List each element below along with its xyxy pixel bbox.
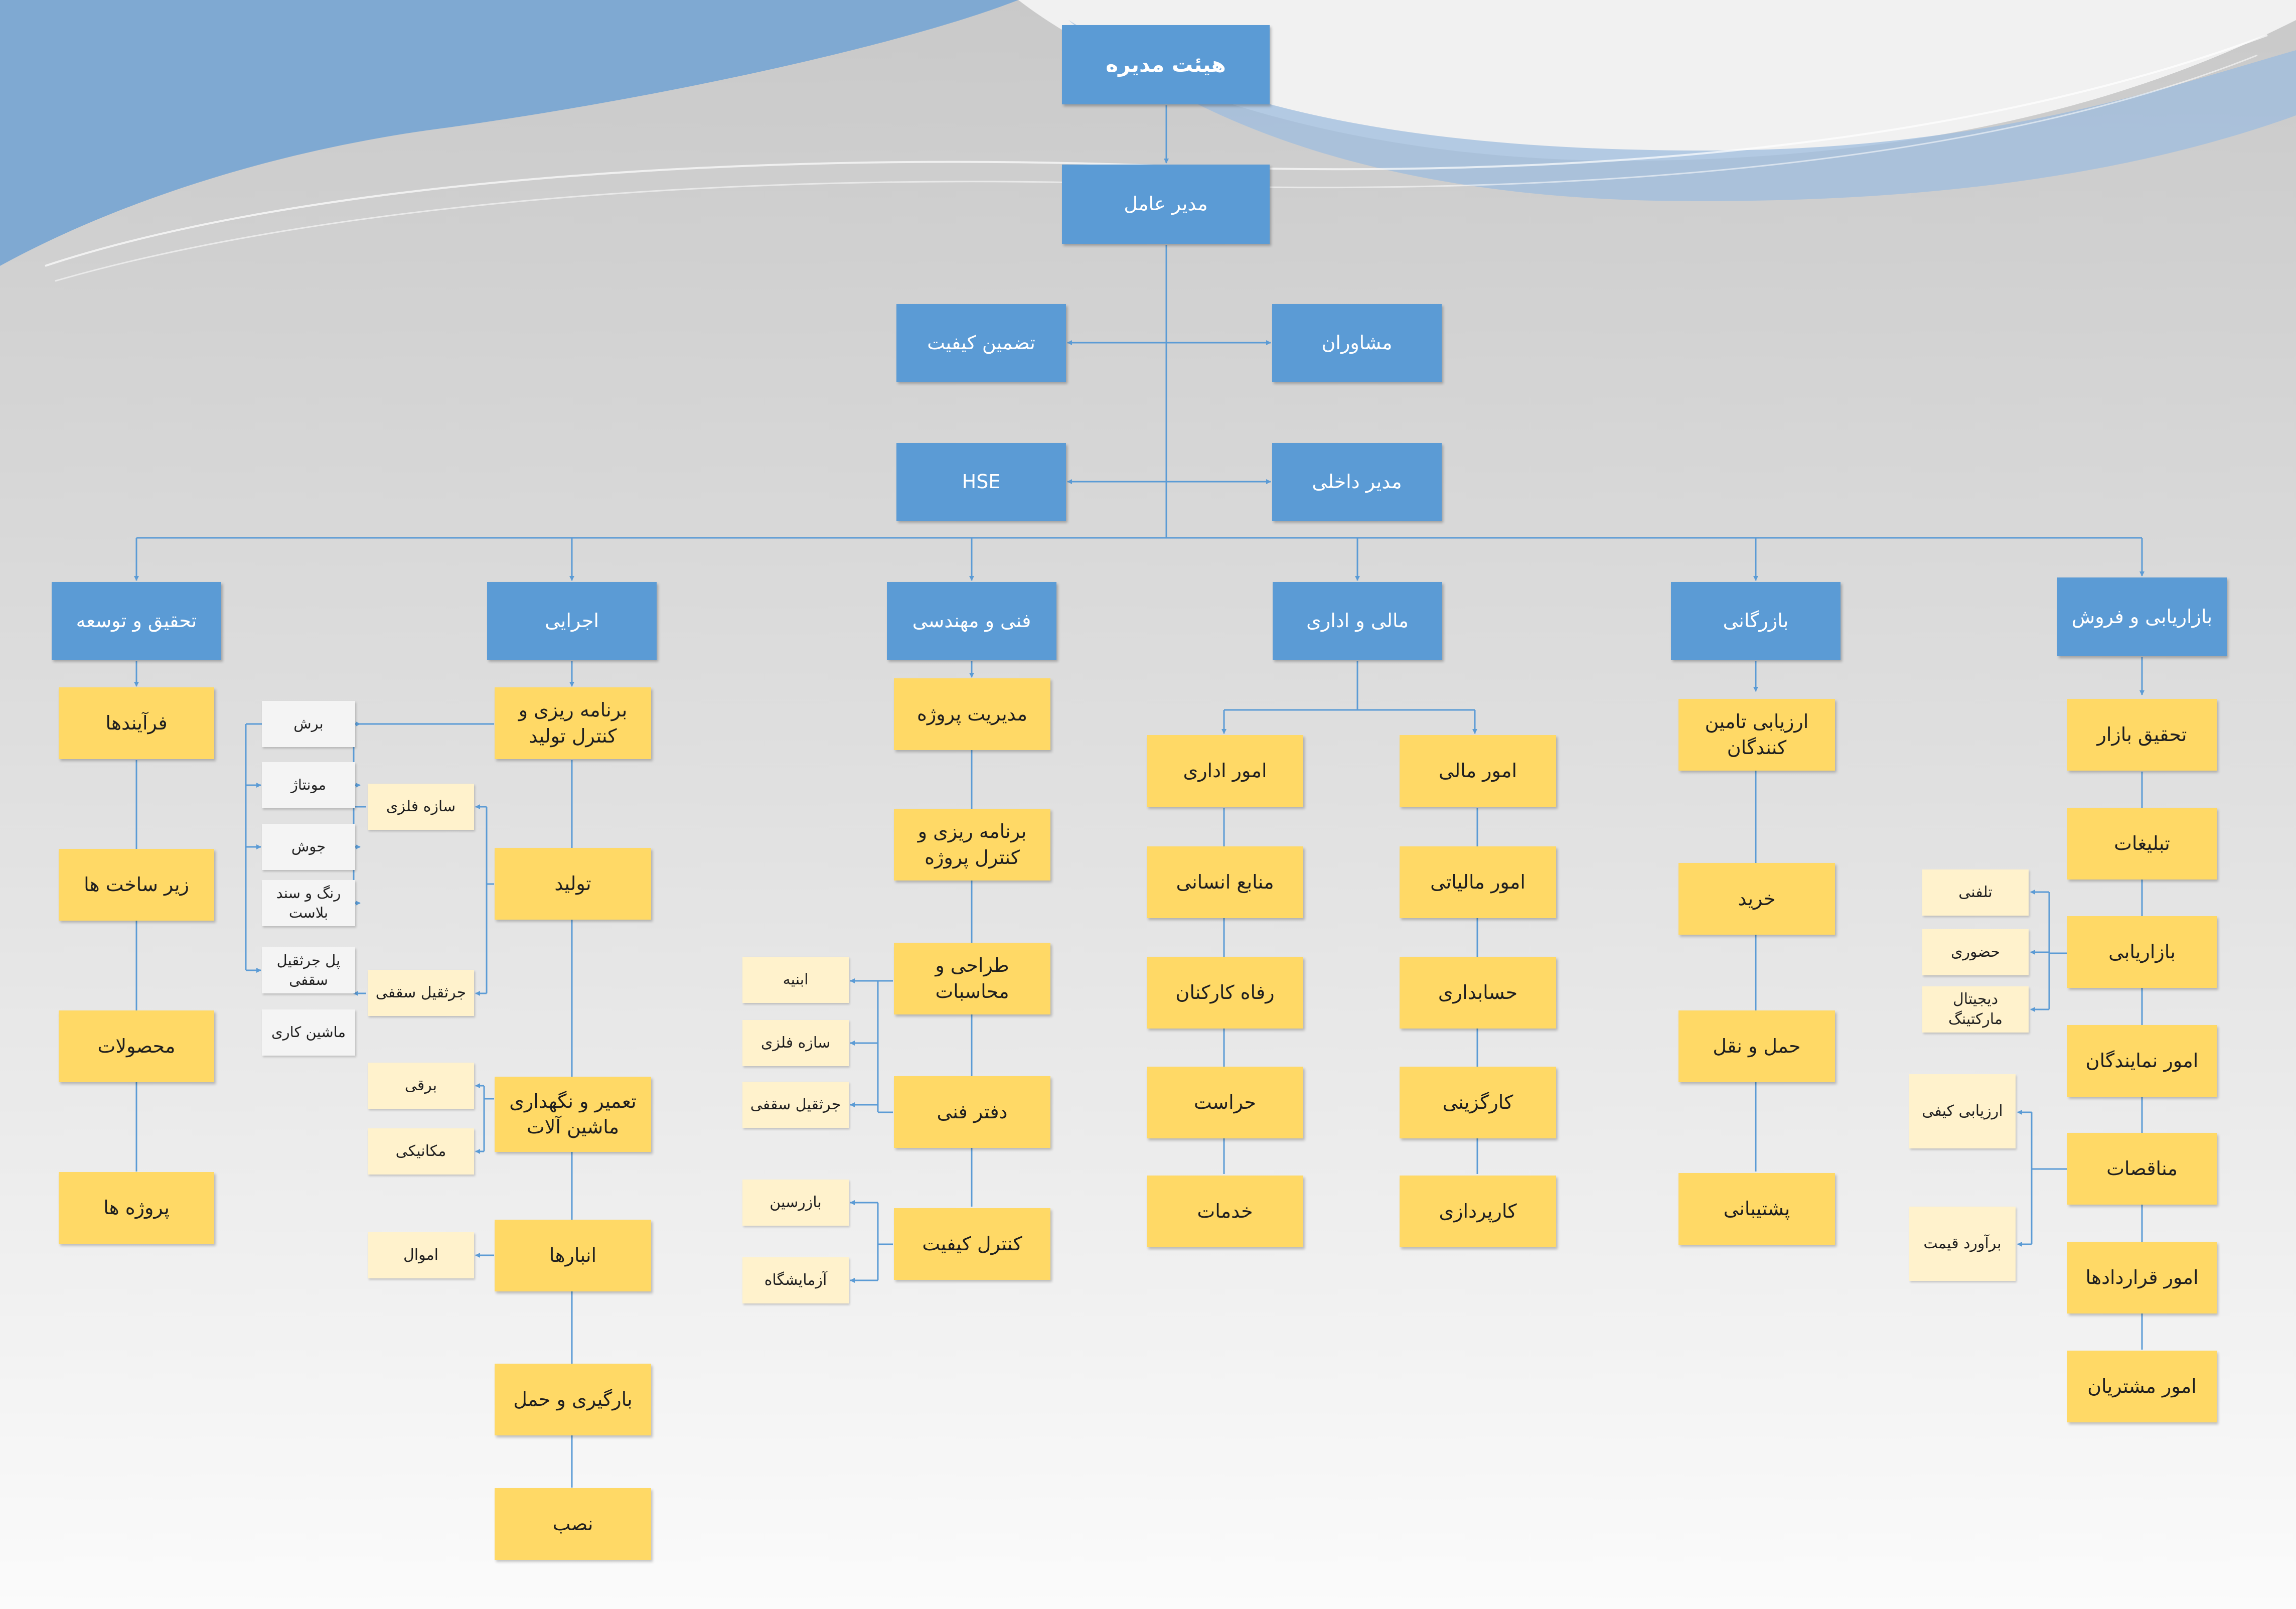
exec-production-sub: جرثقیل سقفی xyxy=(368,970,474,1016)
marketing-item: امور مشتریان xyxy=(2067,1351,2217,1422)
eng-design-sub: سازه فلزی xyxy=(742,1020,849,1066)
admin-item: رفاه کارکنان xyxy=(1147,957,1303,1029)
exec-item: نصب xyxy=(495,1488,651,1560)
rnd-item: زیر ساخت ها xyxy=(59,849,214,921)
exec-metal-sub: مونتاژ xyxy=(262,762,355,808)
admin-item: حراست xyxy=(1147,1067,1303,1138)
eng-item: طراحی و محاسبات xyxy=(894,943,1050,1014)
exec-item: تعمیر و نگهداری ماشین آلات xyxy=(495,1077,651,1152)
exec-metal-sub: جوش xyxy=(262,824,355,870)
admin-item: خدمات xyxy=(1147,1176,1303,1247)
marketing-channel-sub: دیجیتال مارکتینگ xyxy=(1922,986,2029,1033)
marketing-item: مناقصات xyxy=(2067,1133,2217,1205)
admin-item: امور اداری xyxy=(1147,735,1303,807)
finance-item: حسابداری xyxy=(1400,957,1556,1029)
exec-item: بارگیری و حمل xyxy=(495,1364,651,1435)
rnd-item: محصولات xyxy=(59,1010,214,1082)
ceo-box: مدیر عامل xyxy=(1062,165,1270,244)
eng-item: برنامه ریزی و کنترل پروژه xyxy=(894,809,1050,881)
eng-design-sub: ابنیه xyxy=(742,957,849,1003)
finance-item: امور مالی xyxy=(1400,735,1556,807)
exec-item: تولید xyxy=(495,848,651,920)
finance-item: کارپردازی xyxy=(1400,1176,1556,1247)
advisors-box: مشاوران xyxy=(1272,304,1442,382)
finance-item: کارگزینی xyxy=(1400,1067,1556,1138)
exec-maintenance-sub: مکانیکی xyxy=(368,1128,474,1175)
commerce-item: خرید xyxy=(1678,863,1835,935)
commerce-item: پشتیبانی xyxy=(1678,1173,1835,1245)
dept-executive: اجرایی xyxy=(487,582,657,660)
commerce-item: ارزیابی تامین کنندگان xyxy=(1678,699,1835,771)
marketing-item: امور نمایندگان xyxy=(2067,1025,2217,1097)
eng-item: دفتر فنی xyxy=(894,1076,1050,1148)
dept-engineering: فنی و مهندسی xyxy=(887,582,1056,660)
eng-item: کنترل کیفیت xyxy=(894,1208,1050,1280)
exec-machinery-sub: ماشین کاری xyxy=(262,1009,355,1056)
exec-item: برنامه ریزی و کنترل تولید xyxy=(495,687,651,759)
admin-item: منابع انسانی xyxy=(1147,846,1303,918)
quality-assurance-box: تضمین کیفیت xyxy=(896,304,1066,382)
commerce-item: حمل و نقل xyxy=(1678,1010,1835,1082)
marketing-item: تحقیق بازار xyxy=(2067,699,2217,771)
tenders-sub: ارزیابی کیفی xyxy=(1909,1074,2016,1148)
exec-item: انبارها xyxy=(495,1220,651,1291)
tenders-sub: برآورد قیمت xyxy=(1909,1207,2016,1281)
finance-item: امور مالیاتی xyxy=(1400,846,1556,918)
board-of-directors-box: هیئت مدیره xyxy=(1062,25,1270,104)
marketing-item: امور قراردادها xyxy=(2067,1242,2217,1313)
dept-rnd: تحقیق و توسعه xyxy=(52,582,221,660)
exec-production-sub: سازه فلزی xyxy=(368,784,474,830)
exec-metal-sub: برش xyxy=(262,701,355,747)
eng-qc-sub: بازرسین xyxy=(742,1180,849,1226)
hse-box: HSE xyxy=(896,443,1066,521)
rnd-item: فرآیندها xyxy=(59,687,214,759)
marketing-channel-sub: حضوری xyxy=(1922,929,2029,975)
exec-warehouse-sub: اموال xyxy=(368,1232,474,1278)
eng-item: مدیریت پروژه xyxy=(894,678,1050,750)
marketing-channel-sub: تلفنی xyxy=(1922,869,2029,916)
exec-maintenance-sub: برقی xyxy=(368,1063,474,1109)
dept-marketing-sales: بازاریابی و فروش xyxy=(2057,577,2227,656)
exec-metal-sub: پل جرثقیل سقفی xyxy=(262,947,355,993)
exec-metal-sub: رنگ و سند بلاست xyxy=(262,880,355,926)
eng-qc-sub: آزمایشگاه xyxy=(742,1257,849,1303)
internal-manager-box: مدیر داخلی xyxy=(1272,443,1442,521)
rnd-item: پروژه ها xyxy=(59,1172,214,1244)
dept-finance-admin: مالی و اداری xyxy=(1273,582,1442,660)
marketing-item: تبلیغات xyxy=(2067,808,2217,880)
eng-design-sub: جرثقیل سقفی xyxy=(742,1082,849,1128)
marketing-item: بازاریابی xyxy=(2067,916,2217,988)
dept-commerce: بازرگانی xyxy=(1671,582,1841,660)
